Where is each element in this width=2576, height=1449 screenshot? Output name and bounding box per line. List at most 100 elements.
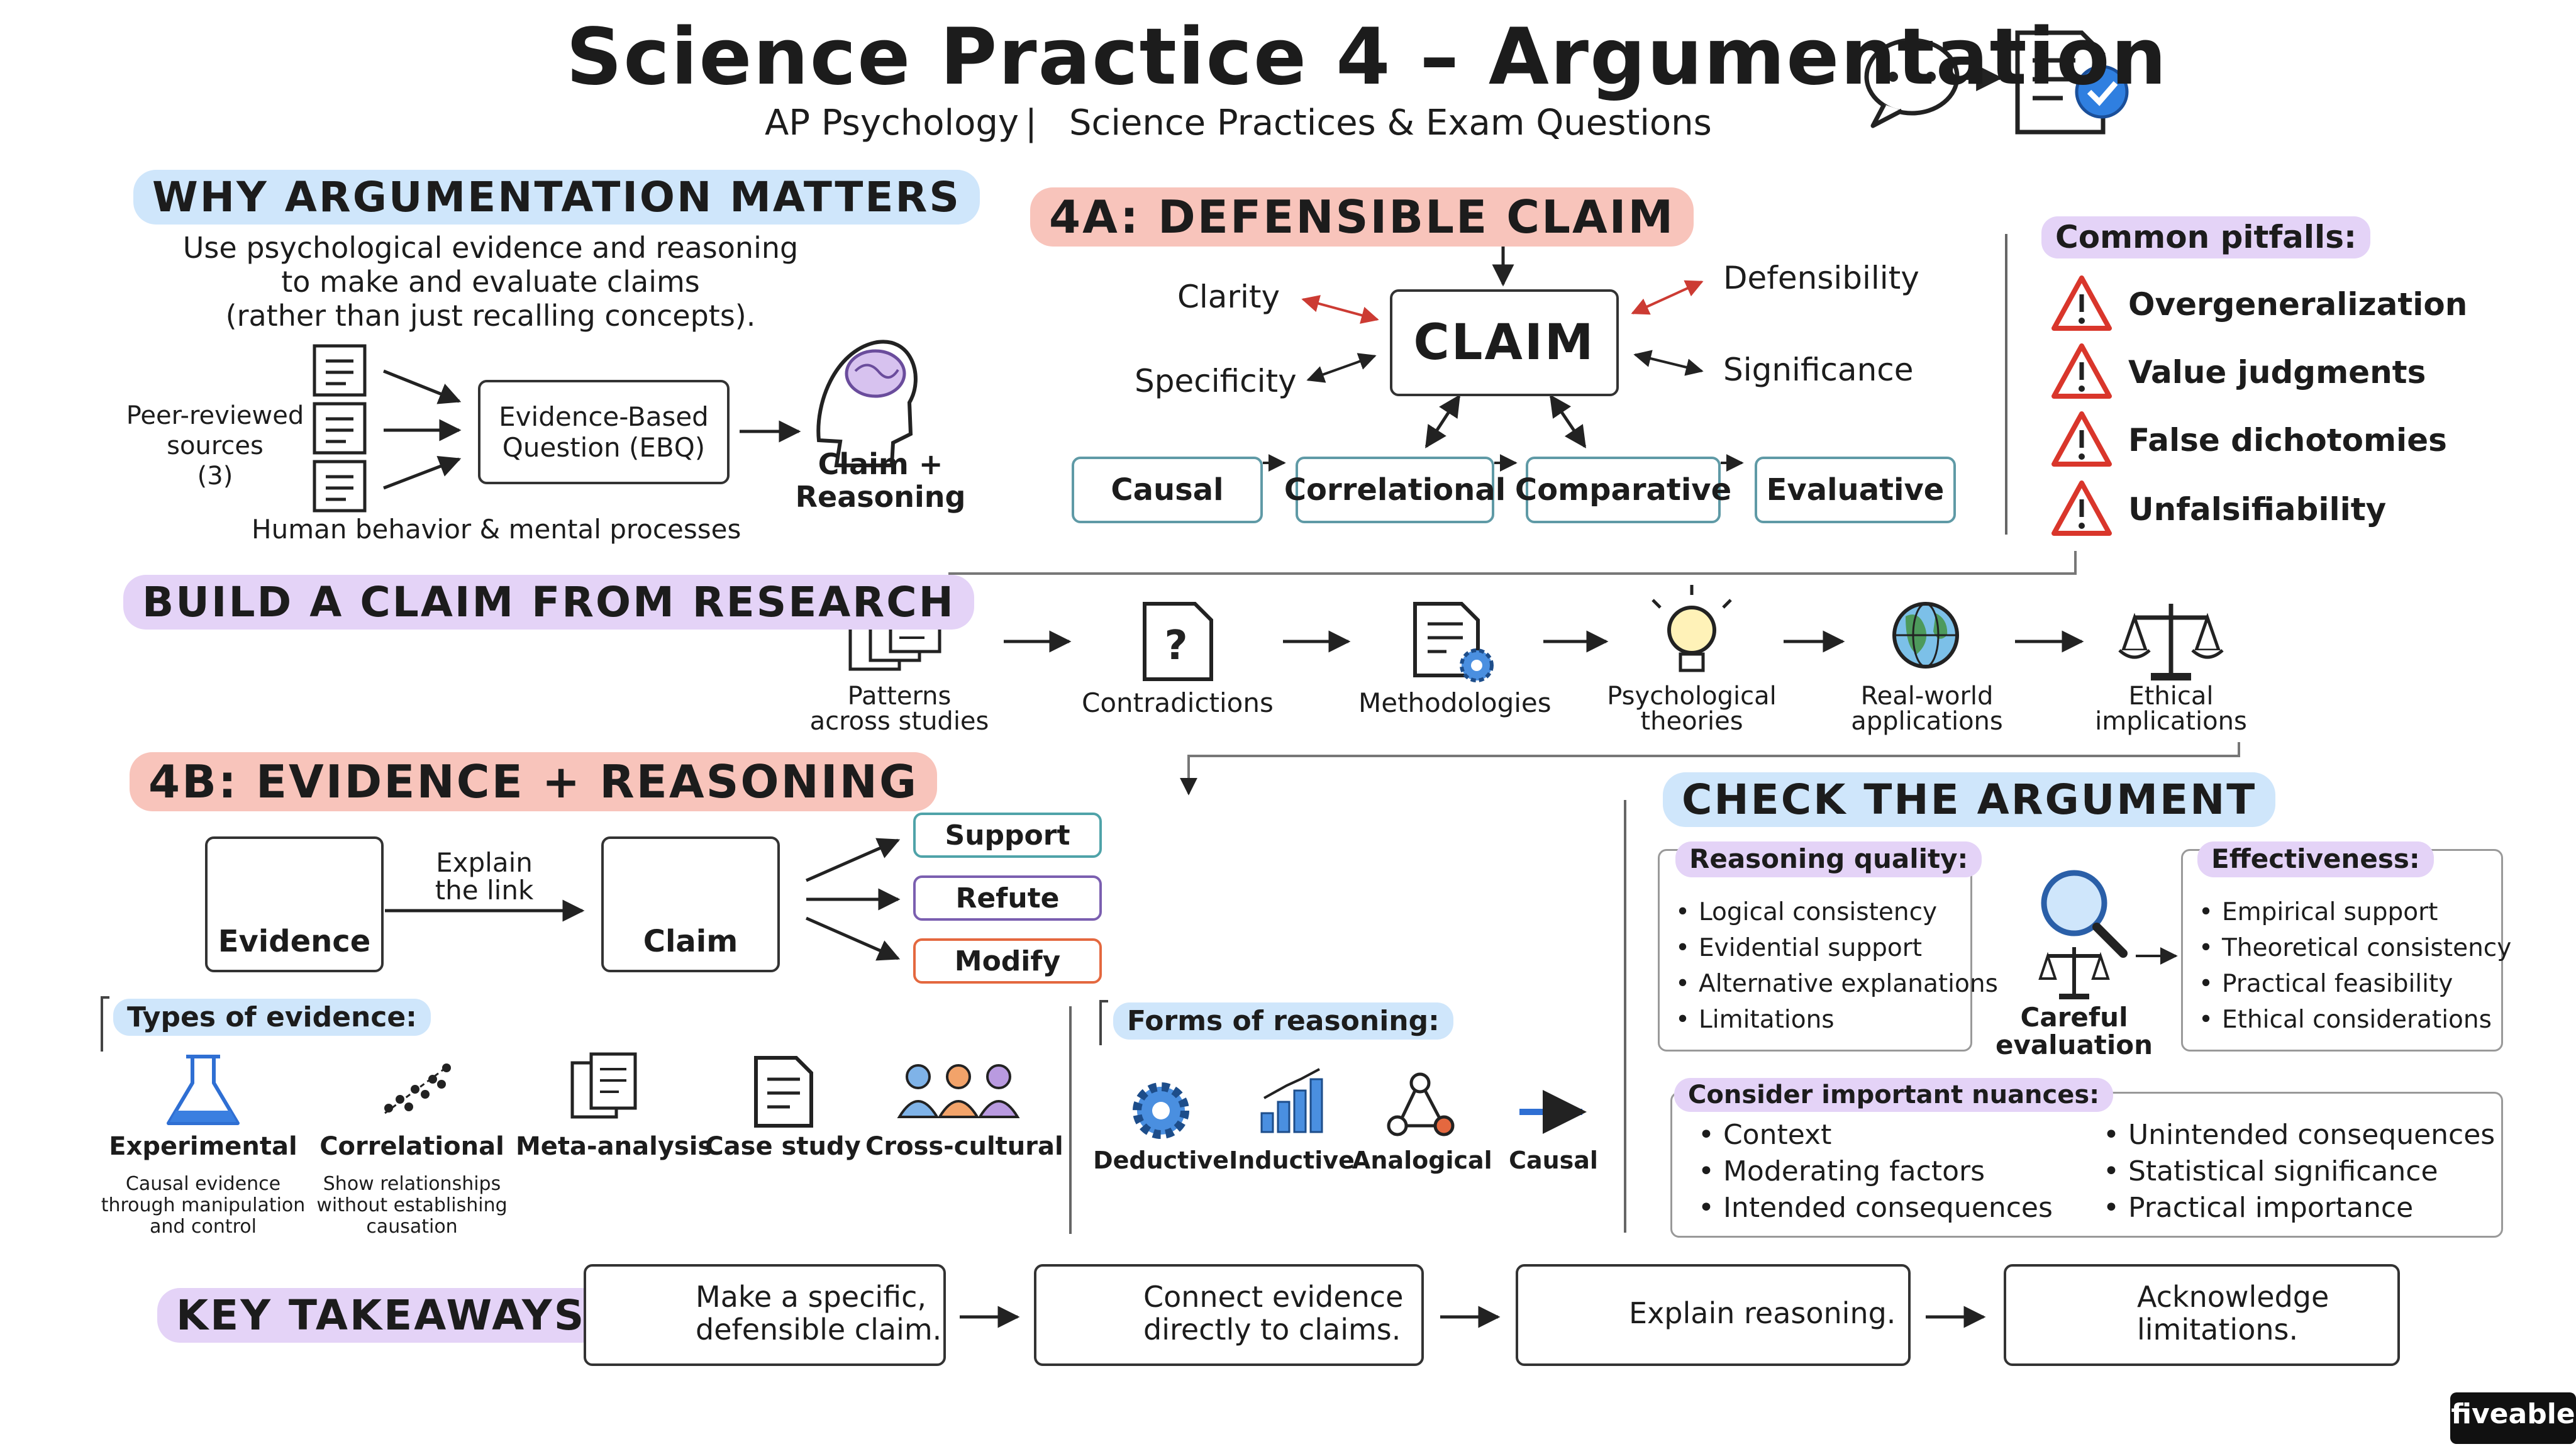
evidence-type-case-study: Case study	[705, 1132, 861, 1161]
takeaway-4-line-2: limitations.	[2137, 1313, 2299, 1346]
evidence-4b-header: 4B: EVIDENCE + REASONING	[130, 752, 938, 812]
takeaway-1-line-2: defensible claim.	[696, 1313, 942, 1346]
effectiveness-item: Theoretical consistency	[2199, 930, 2511, 966]
evidence-type-meta-analysis: Meta-analysis	[516, 1132, 713, 1161]
effectiveness-item: Ethical considerations	[2199, 1002, 2511, 1038]
nuances-right-list: Unintended consequences Statistical sign…	[2103, 1117, 2495, 1226]
effectiveness-item: Practical feasibility	[2199, 966, 2511, 1002]
speech-bubble-icon	[1864, 38, 1960, 128]
why-description-line-2: to make and evaluate claims	[281, 265, 700, 299]
outcome-support: Support	[913, 813, 1102, 858]
experimental-desc-line-3: and control	[150, 1216, 257, 1238]
quality-item: Alternative explanations	[1675, 966, 1998, 1002]
source-documents-icons	[313, 344, 367, 513]
claim-4a-header: 4A: DEFENSIBLE CLAIM	[1030, 187, 1694, 247]
reasoning-deductive: Deductive	[1093, 1146, 1229, 1174]
build-step-ethical-line-2: implications	[2095, 707, 2247, 736]
significance-arrow	[1633, 350, 1704, 376]
takeaway-card-3	[1516, 1264, 1911, 1366]
quality-specificity: Specificity	[1135, 363, 1297, 399]
takeaway-1-line-1: Make a specific,	[696, 1280, 927, 1314]
check-section-header: CHECK THE ARGUMENT	[1663, 772, 2276, 828]
why-description-line-3: (rather than just recalling concepts).	[225, 299, 756, 333]
pitfall-unfalsifiability: Unfalsifiability	[2128, 491, 2387, 528]
claim-type-causal: Causal	[1072, 457, 1263, 523]
claim-type-causal-label: Causal	[1111, 472, 1224, 508]
takeaway-2-line-2: directly to claims.	[1143, 1313, 1401, 1346]
svg-text:?: ?	[1164, 623, 1187, 669]
source-arrow-3	[383, 455, 462, 490]
claim-type-evaluative: Evaluative	[1755, 457, 1956, 523]
quality-item: Logical consistency	[1675, 894, 1998, 930]
ebq-box-line-1: Evidence-Based	[499, 401, 709, 432]
quality-defensibility: Defensibility	[1723, 260, 1919, 296]
correlational-desc-line-3: causation	[366, 1216, 458, 1238]
section-connector-mid	[1180, 742, 2240, 796]
build-step-theories-line-1: Psychological	[1607, 682, 1777, 711]
pitfalls-header: Common pitfalls:	[2041, 216, 2370, 258]
pitfall-false-dichotomies: False dichotomies	[2128, 422, 2447, 458]
explain-link-line-1: Explain	[436, 847, 533, 878]
claim-type-comparative-label: Comparative	[1514, 472, 1732, 508]
sources-label-line-3: (3)	[197, 462, 233, 491]
claim-left-type-arrow	[1424, 394, 1461, 448]
why-section-header: WHY ARGUMENTATION MATTERS	[133, 170, 980, 225]
effectiveness-item: Empirical support	[2199, 894, 2511, 930]
quality-item: Limitations	[1675, 1002, 1998, 1038]
pitfall-value-judgments: Value judgments	[2128, 354, 2426, 391]
claim-type-correlational: Correlational	[1284, 457, 1506, 523]
evidence-box	[205, 836, 384, 972]
reasoning-inductive: Inductive	[1229, 1146, 1355, 1174]
modify-arrow	[805, 916, 901, 961]
quality-item: Evidential support	[1675, 930, 1998, 966]
section-connector-top	[948, 551, 2077, 591]
experimental-desc-line-1: Causal evidence	[125, 1173, 281, 1195]
explain-link-line-2: the link	[435, 875, 534, 906]
quality-clarity: Clarity	[1177, 279, 1280, 315]
evidence-type-correlational: Correlational	[319, 1132, 504, 1161]
why-description-line-1: Use psychological evidence and reasoning	[182, 231, 799, 265]
build-step-methodologies: Methodologies	[1358, 687, 1552, 718]
claim-reasoning-line-1: Claim +	[818, 447, 943, 481]
reasoning-analogical: Analogical	[1352, 1146, 1492, 1174]
nuances-left-list: Context Moderating factors Intended cons…	[1698, 1117, 2053, 1226]
magnifier-scales-icon	[2038, 870, 2128, 999]
evidence-box-label: Evidence	[218, 924, 371, 959]
build-step-theories-line-2: theories	[1640, 707, 1743, 736]
evidence-type-experimental: Experimental	[109, 1132, 297, 1161]
build-step-applications-line-2: applications	[1851, 707, 2003, 736]
subtitle-right: Science Practices & Exam Questions	[1069, 103, 1712, 143]
claim-box-label: Claim	[643, 924, 738, 959]
subtitle-separator: |	[1025, 103, 1037, 143]
sources-label-line-2: sources	[167, 431, 264, 460]
correlational-desc-line-1: Show relationships	[323, 1173, 501, 1195]
defensibility-arrow	[1631, 280, 1704, 315]
specificity-arrow	[1306, 353, 1377, 383]
support-arrow	[805, 838, 901, 882]
clarity-arrow	[1301, 295, 1379, 324]
reasoning-causal: Causal	[1509, 1146, 1598, 1174]
sources-label-line-1: Peer-reviewed	[126, 401, 304, 430]
effectiveness-header: Effectiveness:	[2197, 841, 2434, 877]
claim-type-correlational-label: Correlational	[1284, 472, 1506, 508]
quality-significance: Significance	[1723, 352, 1914, 388]
subtitle-left: AP Psychology	[765, 103, 1019, 143]
build-section-header: BUILD A CLAIM FROM RESEARCH	[123, 575, 974, 630]
evaluation-label-line-1: Careful	[2020, 1002, 2128, 1033]
experimental-desc-line-2: through manipulation	[101, 1194, 306, 1216]
evidence-type-icons	[167, 1052, 1020, 1128]
takeaway-card-1	[584, 1264, 946, 1366]
nuance-item: Unintended consequences	[2103, 1117, 2495, 1153]
why-footnote: Human behavior & mental processes	[252, 514, 741, 545]
nuance-item: Statistical significance	[2103, 1153, 2495, 1190]
warning-icons	[2051, 275, 2112, 536]
build-step-patterns-line-1: Patterns	[847, 682, 952, 711]
brand-logo: fiveable	[2451, 1398, 2575, 1430]
evidence-types-header: Types of evidence:	[113, 999, 431, 1036]
claim-type-comparative: Comparative	[1515, 457, 1731, 523]
outcome-modify: Modify	[913, 938, 1102, 984]
ebq-box: Evidence-Based Question (EBQ)	[478, 380, 730, 484]
build-step-patterns-line-2: across studies	[809, 707, 989, 736]
nuance-item: Context	[1698, 1117, 2053, 1153]
